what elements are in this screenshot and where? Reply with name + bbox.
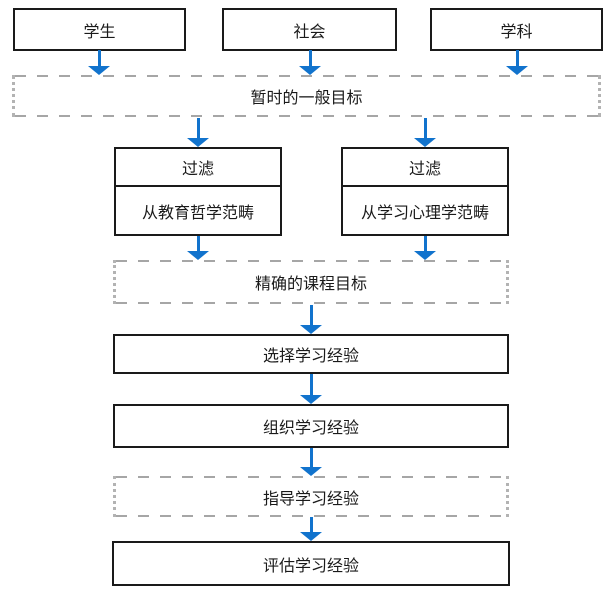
node-select-learning-experience: 选择学习经验 <box>113 334 509 374</box>
down-arrow <box>300 448 322 476</box>
node-guide-learning-experience: 指导学习经验 <box>113 476 509 517</box>
node-organize-learning-experience: 组织学习经验 <box>113 404 509 448</box>
node-subject: 学科 <box>430 8 603 51</box>
node-tentative-general-goals: 暂时的一般目标 <box>12 75 601 117</box>
node-society: 社会 <box>222 8 397 51</box>
down-arrow <box>506 50 528 75</box>
node-filter-psychology: 过滤 从学习心理学范畴 <box>341 147 509 236</box>
filter-body: 从教育哲学范畴 <box>141 204 254 222</box>
down-arrow <box>187 236 209 260</box>
down-arrow <box>88 50 110 75</box>
node-precise-curriculum-goals: 精确的课程目标 <box>113 260 509 304</box>
filter-header: 过滤 <box>116 149 280 187</box>
down-arrow <box>187 118 209 147</box>
down-arrow <box>414 118 436 147</box>
filter-body: 从学习心理学范畴 <box>360 204 489 222</box>
down-arrow <box>414 236 436 260</box>
down-arrow <box>300 305 322 334</box>
down-arrow <box>299 50 321 75</box>
filter-header: 过滤 <box>343 149 507 187</box>
node-filter-philosophy: 过滤 从教育哲学范畴 <box>114 147 282 236</box>
down-arrow <box>300 374 322 404</box>
node-student: 学生 <box>13 8 186 51</box>
down-arrow <box>300 517 322 541</box>
node-evaluate-learning-experience: 评估学习经验 <box>112 541 510 586</box>
